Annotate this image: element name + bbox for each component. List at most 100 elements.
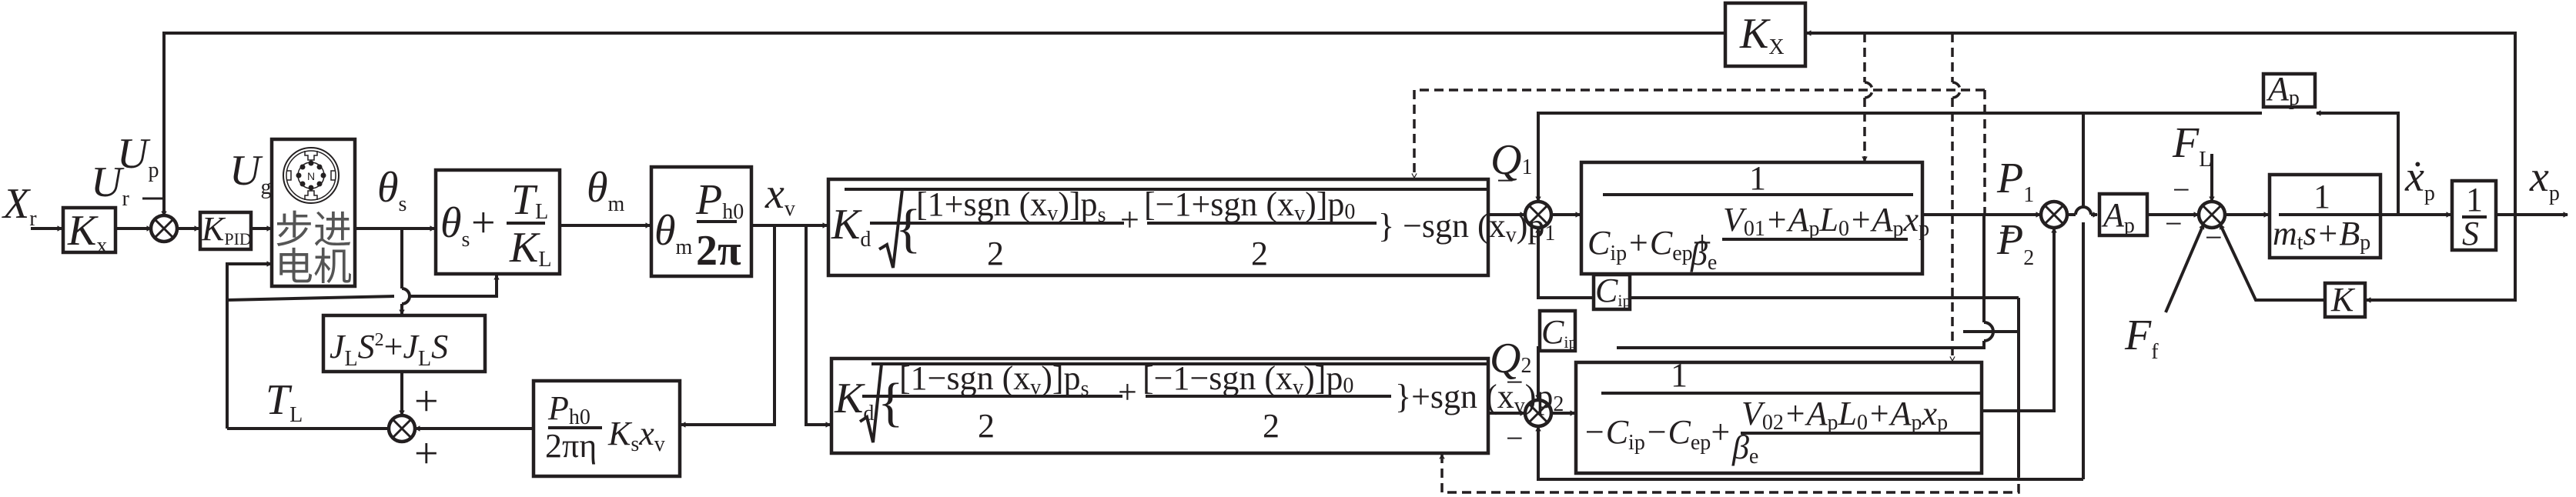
text-kx: Kx [67, 207, 107, 258]
text-ap-feedback: Ap [2266, 70, 2300, 110]
wire-ff-fsum [2164, 225, 2205, 313]
label-p2: P2 [1996, 216, 2034, 270]
rotor-label: N [307, 170, 315, 182]
label-ur: Ur [91, 158, 129, 211]
text-chamber2-num: 1 [1671, 356, 1688, 394]
block-spring-k [2323, 281, 2367, 319]
block-cip1 [1591, 272, 1632, 312]
wire-hop [2074, 205, 2093, 215]
text-kpid: KPID [201, 210, 252, 248]
label-q1: Q1 [1490, 136, 1532, 184]
block-sensor-kx [1723, 1, 1808, 68]
wire-hop [401, 287, 411, 305]
summer-input [149, 213, 179, 244]
wire-k-fsum [2219, 225, 2325, 302]
wires [31, 33, 2568, 494]
wire-aploop-q2 [1538, 427, 2083, 481]
sqrt-sign-valve1 [878, 188, 908, 269]
label-ff: Ff [2124, 312, 2159, 364]
text-valve2-kd: Kd [834, 375, 874, 425]
text-valve1-brace: { [895, 199, 922, 259]
sign-force-minus-1: − [2173, 172, 2190, 207]
text-integrator-den: S [2462, 215, 2479, 252]
sign-torque-plus-2: + [414, 430, 439, 478]
wire-xp-sensor [1807, 33, 2517, 215]
text-screw-den: KL [509, 224, 551, 272]
summer-q1 [1523, 199, 1554, 230]
block-inertia [321, 313, 487, 374]
label-q2: Q2 [1490, 335, 1531, 382]
block-kpid [198, 210, 253, 252]
text-valve2-tail: }+sgn (xv)p2 [1395, 378, 1564, 418]
text-cip1: Cip [1595, 272, 1631, 310]
block-chamber1 [1579, 160, 1925, 276]
label-xp: xp [2529, 153, 2560, 205]
stepper-motor-icon: N [283, 147, 340, 204]
blocks [61, 1, 2498, 479]
text-valve1-den1: 2 [987, 235, 1004, 272]
text-valve2-term2: [−1−sgn (xv)]p0 [1142, 359, 1353, 399]
sign-force-minus-2: − [2165, 206, 2183, 241]
text-spring-k: K [2330, 281, 2356, 319]
summer-pressure [2039, 199, 2069, 230]
wire-xpdot-apfb [2317, 113, 2400, 215]
text-valve2-term1: [1−sgn (xv)]ps [899, 359, 1089, 401]
sign-p2-minus: − [1999, 215, 2016, 250]
text-pitch-theta: θm [654, 207, 693, 259]
sign-torque-plus-1: + [414, 378, 439, 425]
text-valve1-den2: 2 [1251, 235, 1268, 272]
label-xp-dot: ẋp [2404, 153, 2435, 205]
wire-tl-screw [226, 275, 497, 302]
text-screw-theta: θs [440, 199, 470, 252]
wire-apfb-q1 [1538, 112, 2262, 201]
text-mass-den: mts+Bp [2273, 215, 2370, 255]
text-chamber2-inner-num: V02+ApL0+Apxp [1741, 395, 1948, 435]
block-chamber2 [1574, 360, 1984, 475]
text-chamber2-den: −Cip−Cep+ [1583, 413, 1730, 455]
labels: Xr Ur Up Ug θs θm xv TL Q1 Q2 P1 P2 FL F… [2, 10, 2560, 478]
label-fl: FL [2172, 119, 2212, 172]
text-screw-num: TL [511, 176, 548, 224]
text-cip2: Cip [1541, 313, 1577, 352]
sign-q2-minus-top: − [1506, 365, 1524, 399]
wire-chamber2-psum [1982, 228, 2054, 412]
summer-q2 [1523, 398, 1554, 429]
summer-force [2196, 199, 2227, 230]
block-ap-feedback [2261, 72, 2317, 109]
text-valve1-term1: [1+sgn (xv)]ps [916, 185, 1106, 227]
fraction-bars [507, 188, 2487, 443]
dashed-p1-valve1 [1414, 88, 1985, 178]
text-valve2-den2: 2 [1263, 407, 1280, 445]
summer-torque [386, 413, 417, 444]
text-motor-line2: 电机 [275, 245, 352, 289]
wire-cip1-q1 [1538, 228, 2019, 299]
text-motor-line1: 步进 [275, 208, 352, 252]
text-chamber1-den: Cip+Cep+ [1587, 224, 1711, 265]
text-chamber1-num: 1 [1749, 159, 1766, 197]
text-chamber1-inner-num: V01+ApL0+Apxp [1723, 201, 1929, 241]
block-cip2 [1537, 309, 1577, 353]
text-valve1-tail: } −sgn (xv)p1 [1378, 207, 1555, 247]
label-up: Up [117, 130, 159, 182]
summing-junctions [149, 199, 2227, 444]
text-chamber2-inner-den: βe [1731, 429, 1758, 469]
label-p1: P1 [1996, 155, 2034, 207]
block-valve1 [826, 177, 1490, 278]
text-ap-forward: Ap [2101, 196, 2135, 238]
text-flowforce-den: 2πη [545, 427, 597, 465]
text-valve2-den1: 2 [978, 407, 995, 445]
label-theta-s: θs [377, 164, 406, 216]
text-chamber1-inner-den: βe [1690, 235, 1717, 275]
text-mass-num: 1 [2313, 178, 2330, 215]
wire-xv-valve2 [805, 225, 830, 425]
wire-p1-cip [1617, 215, 1986, 349]
sign-q2-minus-bottom: − [1506, 421, 1524, 455]
wire-tl-motor [226, 264, 271, 429]
block-integrator [2450, 178, 2498, 252]
label-ug: Ug [229, 147, 271, 199]
text-valve2-op: + [1118, 373, 1137, 411]
wire-xp-spring [2367, 215, 2517, 300]
text-valve1-kd: Kd [831, 201, 871, 252]
dashed-hop [1952, 81, 1962, 99]
